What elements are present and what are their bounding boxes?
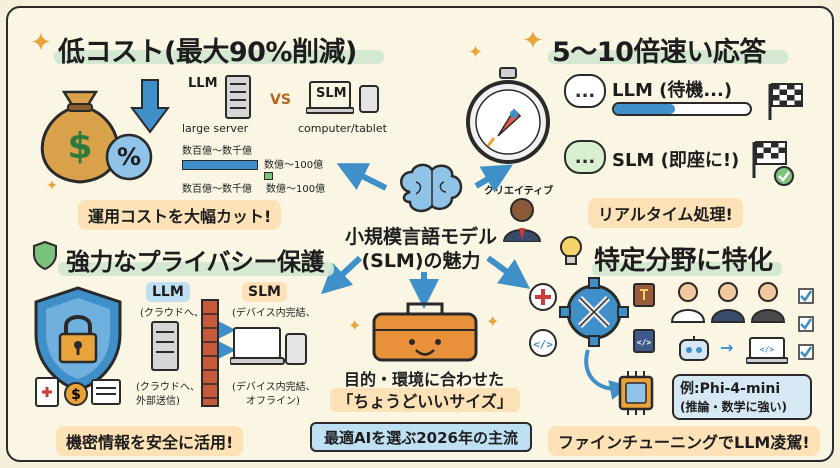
speed-title-highlight	[548, 50, 788, 64]
example-box	[672, 374, 812, 420]
svg-text:</>: </>	[533, 338, 553, 351]
special-title: 特定分野に特化	[594, 246, 773, 276]
server-icon	[151, 321, 179, 371]
privacy-slm-label: SLM	[242, 282, 287, 302]
privacy-banner: 機密情報を安全に活用!	[56, 426, 244, 456]
bar2-caption: 数億〜100億	[264, 160, 324, 171]
svg-text:$: $	[67, 126, 92, 167]
bar2-sub: 数億〜100億	[266, 184, 326, 195]
privacy-title-highlight	[58, 262, 334, 276]
cost-title: 低コスト(最大90%削減)	[58, 37, 357, 68]
svg-text:$: $	[71, 387, 81, 403]
center-line2: (SLM)の魅力	[361, 250, 481, 272]
sparkle-icon: ✦	[468, 42, 484, 63]
gear-tools-icon	[559, 277, 629, 347]
sparkle-icon: ✦	[486, 312, 500, 331]
tablet-icon	[359, 85, 379, 113]
brain-icon	[400, 163, 463, 213]
sparkle-icon: ✦	[46, 178, 58, 194]
privacy-llm-label: LLM	[146, 282, 190, 302]
bottom-center-line2: 「ちょうどいいサイズ」	[330, 388, 520, 412]
toolbox-icon	[372, 302, 478, 362]
medical-icon	[529, 283, 557, 311]
example-line1: 例:Phi-4-mini	[680, 381, 781, 397]
svg-text:</>: </>	[760, 345, 775, 354]
bottom-center-line1: 目的・環境に合わせた	[343, 370, 504, 389]
special-title-highlight	[592, 262, 782, 276]
privacy-slm-bottom: (デバイス内完結、	[232, 382, 316, 393]
chat-bubble-icon: ...	[564, 74, 606, 108]
special-banner: ファインチューニングでLLM凌駕!	[548, 426, 820, 456]
speed-llm-label: LLM (待機...)	[612, 80, 733, 101]
llm-progress-track	[612, 102, 752, 116]
chip-icon	[618, 371, 654, 415]
avatar-label: クリエイティブ	[484, 186, 554, 197]
speed-banner: リアルタイム処理!	[588, 198, 743, 228]
example-line2: (推論・数学に強い)	[680, 400, 787, 414]
speed-title: 5〜10倍速い応答	[552, 37, 766, 68]
code-book-icon: </>	[633, 329, 655, 353]
finish-flag-icon	[768, 83, 803, 120]
cost-banner: 運用コストを大幅カット!	[78, 200, 282, 230]
arrow-text: →	[720, 338, 734, 357]
down-arrow-icon	[130, 79, 170, 134]
privacy-llm-bottom2: 外部送信)	[136, 396, 180, 407]
finish-flag-check-icon	[752, 141, 794, 186]
laptop-icon	[306, 81, 354, 114]
llm-progress-fill	[614, 104, 676, 114]
vs-label: VS	[270, 92, 291, 108]
shield-lock-icon	[34, 286, 122, 392]
bar1	[182, 160, 258, 170]
cost-title-highlight	[54, 50, 384, 64]
documents-icon: $	[35, 377, 121, 407]
percent-icon: %	[105, 133, 153, 181]
speed-slm-label: SLM (即座に!)	[612, 150, 740, 171]
chat-bubble-icon: ...	[564, 140, 606, 174]
firewall-icon	[201, 299, 219, 407]
svg-text:</>: </>	[637, 338, 652, 347]
svg-text:%: %	[117, 143, 141, 171]
robot-icon	[679, 336, 709, 361]
sparkle-icon: ✦	[30, 28, 52, 58]
bar1-caption: 数百億〜数千億	[182, 146, 252, 157]
sparkle-icon: ✦	[348, 316, 362, 335]
lightbulb-icon	[560, 236, 582, 265]
checkbox-icon	[798, 344, 814, 360]
avatar	[502, 198, 542, 242]
stopwatch-icon	[466, 67, 550, 164]
footer-ribbon: 最適AIを選ぶ2026年の主流	[310, 422, 532, 452]
devices-icon	[230, 327, 307, 365]
bar2	[264, 172, 274, 180]
money-bag-icon: $	[40, 90, 120, 184]
shield-small-icon	[33, 240, 57, 270]
privacy-llm-sub: (クラウドへ、	[140, 308, 204, 319]
privacy-slm-sub: (デバイス内完結、	[232, 308, 316, 319]
bar1-sub: 数百億〜数千億	[182, 184, 252, 195]
computer-tablet-label: computer/tablet	[298, 122, 387, 135]
center-line1: 小規模言語モデル	[344, 226, 497, 248]
laptop-code-icon: </>	[746, 337, 788, 364]
privacy-llm-bottom: (クラウドへ、	[136, 382, 200, 393]
law-book-icon	[633, 283, 655, 307]
professionals-icon	[670, 282, 786, 323]
cost-slm-label: SLM	[316, 86, 347, 101]
code-icon: </>	[529, 329, 557, 357]
checkbox-icon	[798, 288, 814, 304]
privacy-slm-bottom2: オフライン)	[246, 396, 300, 407]
checkbox-icon	[798, 316, 814, 332]
cost-llm-label: LLM	[188, 76, 218, 91]
large-server-label: large server	[182, 122, 249, 135]
sparkle-icon: ✦	[522, 26, 544, 56]
privacy-title: 強力なプライバシー保護	[66, 248, 325, 276]
server-icon	[225, 75, 251, 119]
